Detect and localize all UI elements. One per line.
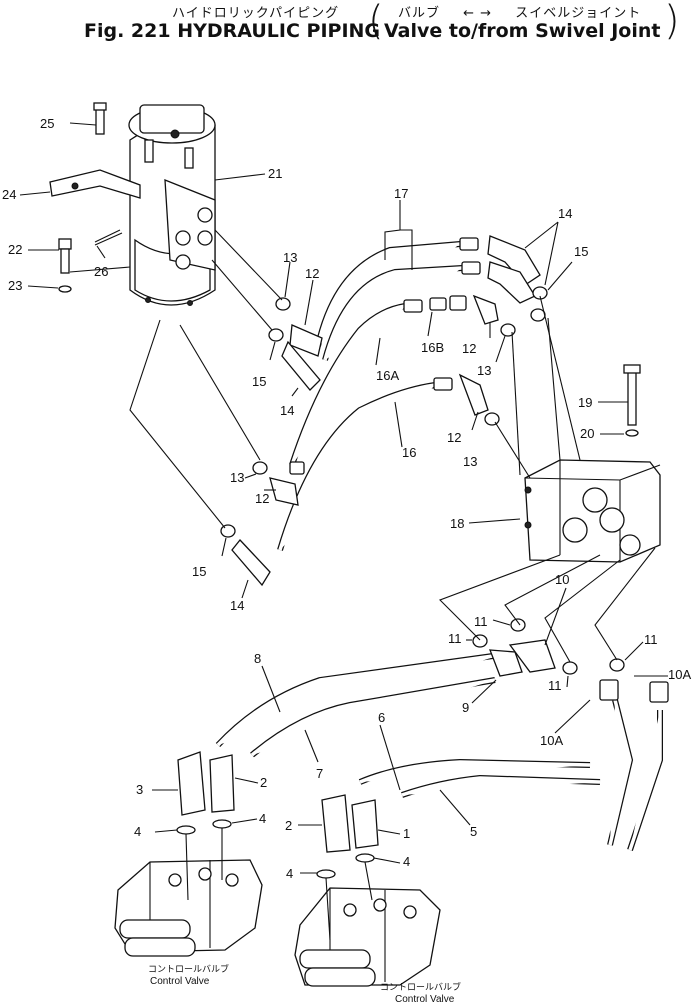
label-21: 21 [268,166,282,181]
japanese-title: ハイドロリックパイピング [172,6,340,21]
label-4b: 4 [259,811,266,826]
label-20: 20 [580,426,594,441]
label-24: 24 [2,187,16,202]
label-4c: 4 [286,866,293,881]
control-valve-right-jp: コントロールバルブ [380,981,461,992]
label-1: 1 [403,826,410,841]
figure-title: Fig. 221 HYDRAULIC PIPING [84,20,381,42]
figure-subtitle: Valve to/from Swivel Joint [384,20,661,42]
swivel-joint [128,104,216,306]
control-valve-left-en: Control Valve [150,976,210,987]
label-18: 18 [450,516,464,531]
control-valve-right [294,887,441,987]
label-26: 26 [94,264,108,279]
label-13b: 13 [477,363,491,378]
label-14b: 14 [280,403,294,418]
label-10: 10 [555,572,569,587]
jp-arrows: ← → [463,6,493,21]
part-labels: 25 21 24 22 26 23 17 14 15 13 12 15 14 1… [2,116,691,881]
label-8: 8 [254,651,261,666]
label-7: 7 [316,766,323,781]
label-10a-left: 10A [540,733,563,748]
label-16: 16 [402,445,416,460]
label-17: 17 [394,186,408,201]
label-22: 22 [8,242,22,257]
label-10a-right: 10A [668,667,691,682]
elbow-fittings [177,235,669,853]
label-14c: 14 [230,598,244,613]
japanese-subtitle: バルブ ← → スイベルジョイント [398,2,641,21]
label-3: 3 [136,782,143,797]
bolt-22 [58,238,72,274]
label-11b: 11 [448,631,462,646]
label-2-lower: 2 [285,818,292,833]
bracket-24 [49,169,141,199]
jp-valve: バルブ [398,6,441,21]
close-parenthesis: ) [664,0,680,44]
label-9: 9 [462,700,469,715]
leader-lines [152,200,668,874]
label-15c: 15 [192,564,206,579]
label-12b: 12 [462,341,476,356]
label-5: 5 [470,824,477,839]
label-13a: 13 [283,250,297,265]
guide-lines [129,229,656,941]
figure-header: ハイドロリックパイピング ( バルブ ← → スイベルジョイント Fig. 22… [0,0,696,50]
bracket-hole [71,182,79,190]
label-15a: 15 [574,244,588,259]
label-12c: 12 [447,430,461,445]
label-13c: 13 [463,454,477,469]
label-6: 6 [378,710,385,725]
label-4d: 4 [403,854,410,869]
label-12a: 12 [305,266,319,281]
valve-block-18 [524,364,661,563]
label-25: 25 [40,116,54,131]
washer-23 [58,285,72,293]
bolt-25 [93,102,107,135]
label-11c: 11 [644,632,658,647]
control-valve-right-en: Control Valve [395,994,455,1005]
label-11d: 11 [548,678,562,693]
control-valve-left-jp: コントロールバルブ [148,963,229,974]
label-19: 19 [578,395,592,410]
control-valve-left [114,859,263,957]
pin-26 [94,229,123,246]
label-4a: 4 [134,824,141,839]
label-2-upper: 2 [260,775,267,790]
label-16b: 16B [421,340,444,355]
label-16a: 16A [376,368,399,383]
jp-swivel: スイベルジョイント [515,6,642,21]
label-14a: 14 [558,206,572,221]
label-12d: 12 [255,491,269,506]
label-15b: 15 [252,374,266,389]
label-11a: 11 [474,614,488,629]
label-13d: 13 [230,470,244,485]
open-parenthesis: ( [368,0,384,44]
label-23: 23 [8,278,22,293]
